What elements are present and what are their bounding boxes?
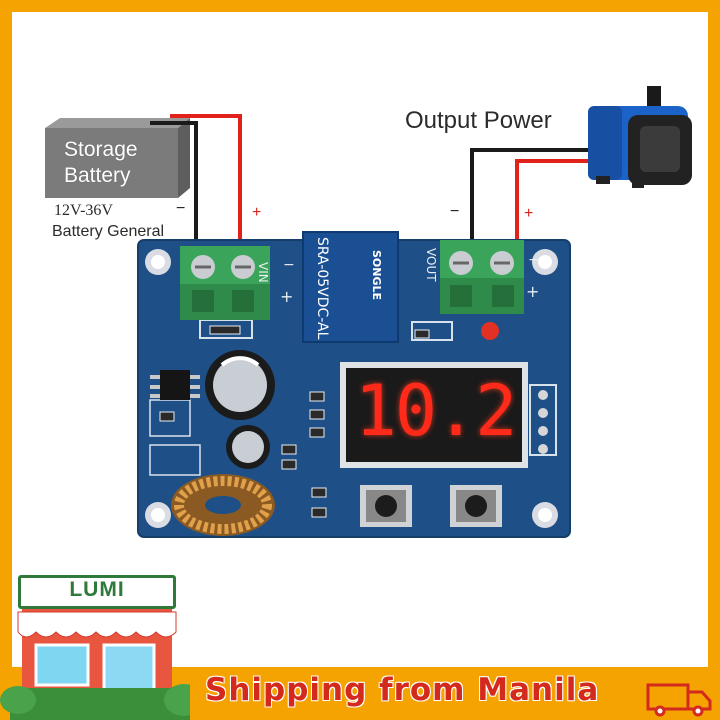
battery-plus-sign: + [252,204,262,221]
output-plus-sign: + [524,205,534,222]
red-led [481,322,499,340]
smd-resistors [159,325,430,518]
display-reading: 10.2 [354,370,518,452]
push-button-left [360,485,412,527]
output-red-wire [515,159,598,258]
delivery-truck-icon [646,683,712,717]
relay [302,231,399,343]
large-capacitor [205,350,275,420]
store-logo [0,609,204,720]
battery-spec-line1: 12V-36V [54,202,113,219]
output-power-label: Output Power [405,107,552,134]
battery-spec-line2: Battery General [52,223,165,240]
relay-brand-text: SONGLE [370,250,383,301]
battery-red-wire [170,114,242,258]
output-minus-sign: − [450,203,460,220]
storage-battery-label: Storage Battery [64,137,138,189]
vout-minus-silkscreen: − [528,252,540,268]
storage-battery-line1: Storage [64,138,138,161]
header-pins [538,390,548,454]
vout-plus-silkscreen: + [526,282,540,301]
output-black-wire [470,148,598,258]
vout-terminal-block [440,240,524,314]
store-name: LUMI [69,578,125,601]
small-capacitor [226,425,270,469]
ic-chip [150,370,200,400]
vin-plus-silkscreen: + [280,287,294,306]
vin-silkscreen: VIN [256,262,270,283]
battery-minus-sign: − [176,200,186,217]
push-button-right [450,485,502,527]
battery-black-wire [150,121,198,258]
vin-minus-silkscreen: − [283,257,295,273]
storage-battery-line2: Battery [64,164,131,187]
toroid-inductor [171,474,275,536]
vout-silkscreen: VOUT [424,248,438,282]
store-sign [18,575,176,609]
seven-segment-display [340,362,528,468]
water-pump [588,86,692,188]
storage-battery [45,118,190,198]
vin-terminal-block [180,246,270,320]
relay-model-text: SRA-05VDC-AL [314,237,330,340]
shipping-banner-text: Shipping from Manila [205,672,600,708]
